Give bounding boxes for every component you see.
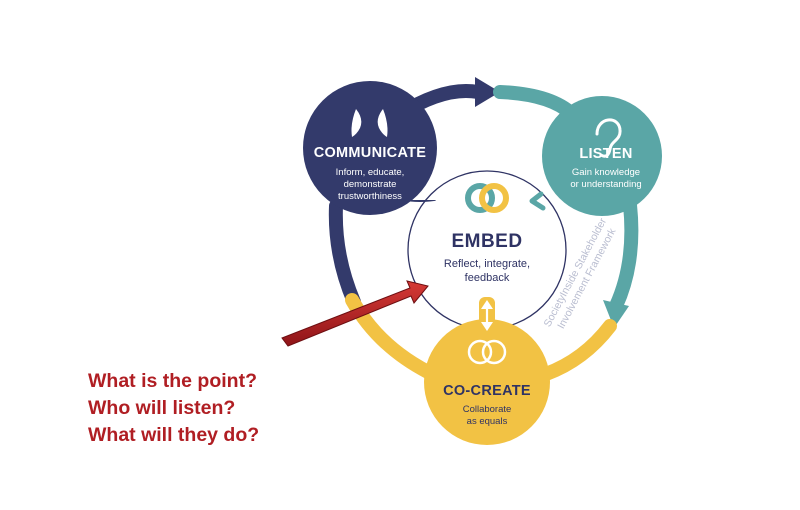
ear-icon: [595, 118, 622, 158]
speech-bubbles-icon: [351, 109, 388, 137]
cycle-arc-left-navy: [328, 199, 361, 309]
cocreate-title: CO-CREATE: [443, 383, 531, 399]
cycle-arc-top-teal: [493, 85, 579, 121]
communicate-title: COMMUNICATE: [314, 145, 427, 161]
embed-desc-line-1: Reflect, integrate,: [444, 258, 530, 270]
communicate-tail-arrow: [400, 200, 440, 202]
communicate-desc-line-2: demonstrate: [344, 179, 397, 190]
listen-title: LISTEN: [579, 146, 632, 162]
communicate-desc-line-3: trustworthiness: [338, 191, 402, 202]
red-pointer-arrow: [281, 280, 429, 347]
arrowhead-to-listen: [475, 77, 500, 107]
cocreate-node: [424, 319, 550, 445]
question-line: Who will listen?: [88, 397, 236, 419]
embed-title: EMBED: [451, 231, 522, 252]
questions-list: What is the point? Who will listen? What…: [88, 368, 259, 449]
interlocking-rings-icon: [465, 183, 509, 213]
question-line: What will they do?: [88, 424, 260, 446]
embed-desc-line-2: feedback: [465, 272, 510, 284]
listen-desc-line-2: or understanding: [570, 179, 641, 190]
communicate-desc-line-1: Inform, educate,: [336, 167, 405, 178]
cycle-arc-listen-to-cocreate: [609, 198, 639, 313]
question-line: What is the point?: [88, 370, 257, 392]
cycle-arc-right-yellow: [539, 319, 617, 381]
listen-desc-line-1: Gain knowledge: [572, 167, 640, 178]
overlapping-circles-icon: [467, 339, 507, 365]
communicate-node: [303, 81, 437, 215]
arrowhead-to-cocreate: [603, 300, 629, 328]
cocreate-desc-line-2: as equals: [467, 416, 508, 427]
embed-cocreate-double-arrow: [479, 297, 495, 333]
cocreate-desc-line-1: Collaborate: [463, 404, 512, 415]
communicate-to-embed-pointer: [432, 189, 450, 209]
listen-to-embed-pointer: [529, 191, 546, 211]
